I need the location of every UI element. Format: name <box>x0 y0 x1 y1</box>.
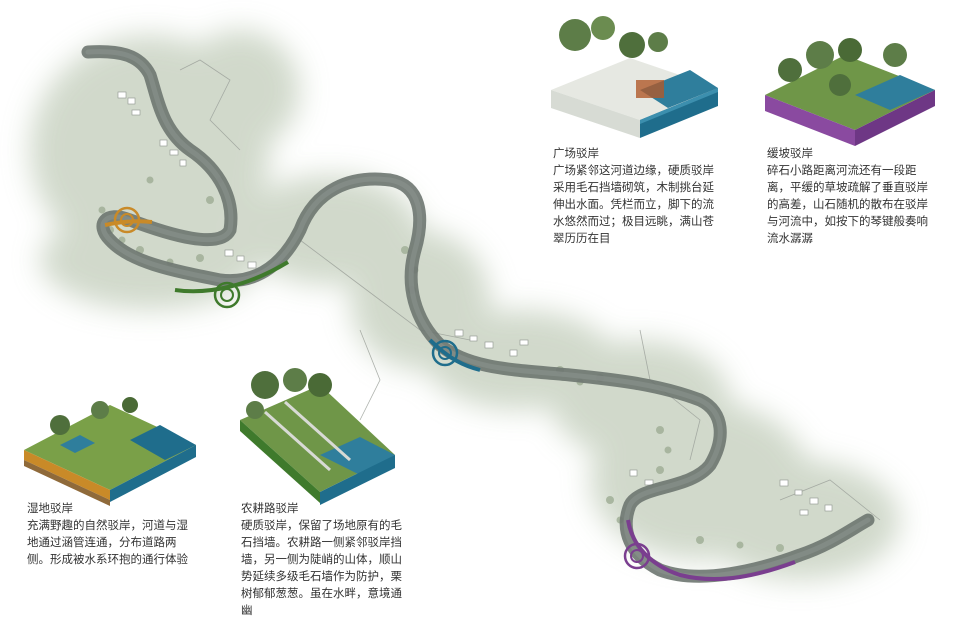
wetland-marker <box>113 206 141 234</box>
wetland-bank-caption: 湿地驳岸 充满野趣的自然驳岸，河道与湿地通过涵管连通，分布道路两侧。形成被水系环… <box>27 500 197 568</box>
farmroad-bank-caption: 农耕路驳岸 硬质驳岸，保留了场地原有的毛石挡墙。农耕路一侧紧邻驳岸挡墙，另一侧为… <box>241 500 411 619</box>
slope-bank-block <box>765 38 935 146</box>
farmroad-bank-title: 农耕路驳岸 <box>241 501 299 515</box>
wetland-bank-description: 充满野趣的自然驳岸，河道与湿地通过涵管连通，分布道路两侧。形成被水系环抱的通行体… <box>27 518 188 566</box>
slope-marker <box>623 542 651 570</box>
slope-bank-description: 碎石小路距离河流还有一段距离，平缓的草坡疏解了垂直驳岸的高差，山石随机的散布在驳… <box>767 163 928 245</box>
wetland-bank-block <box>24 397 196 506</box>
slope-bank-title: 缓坡驳岸 <box>767 146 813 160</box>
plaza-bank-block <box>551 16 718 138</box>
wetland-bank-title: 湿地驳岸 <box>27 501 73 515</box>
building-clusters <box>117 91 833 516</box>
farmroad-marker <box>213 281 241 309</box>
farmroad-bank-description: 硬质驳岸，保留了场地原有的毛石挡墙。农耕路一侧紧邻驳岸挡墙，另一侧为陡峭的山体，… <box>241 518 402 617</box>
farmroad-bank-segment <box>174 260 290 294</box>
wetland-bank-segment <box>104 219 153 227</box>
slope-bank-segment <box>626 519 796 582</box>
plaza-bank-title: 广场驳岸 <box>553 146 599 160</box>
plaza-marker <box>431 339 459 367</box>
slope-bank-caption: 缓坡驳岸 碎石小路距离河流还有一段距离，平缓的草坡疏解了垂直驳岸的高差，山石随机… <box>767 145 939 247</box>
plaza-bank-caption: 广场驳岸 广场紧邻这河道边缘，硬质驳岸采用毛石挡墙砌筑，木制挑台延伸出水面。凭栏… <box>553 145 725 247</box>
farmroad-bank-block <box>240 368 395 505</box>
plaza-bank-description: 广场紧邻这河道边缘，硬质驳岸采用毛石挡墙砌筑，木制挑台延伸出水面。凭栏而立，脚下… <box>553 163 714 245</box>
